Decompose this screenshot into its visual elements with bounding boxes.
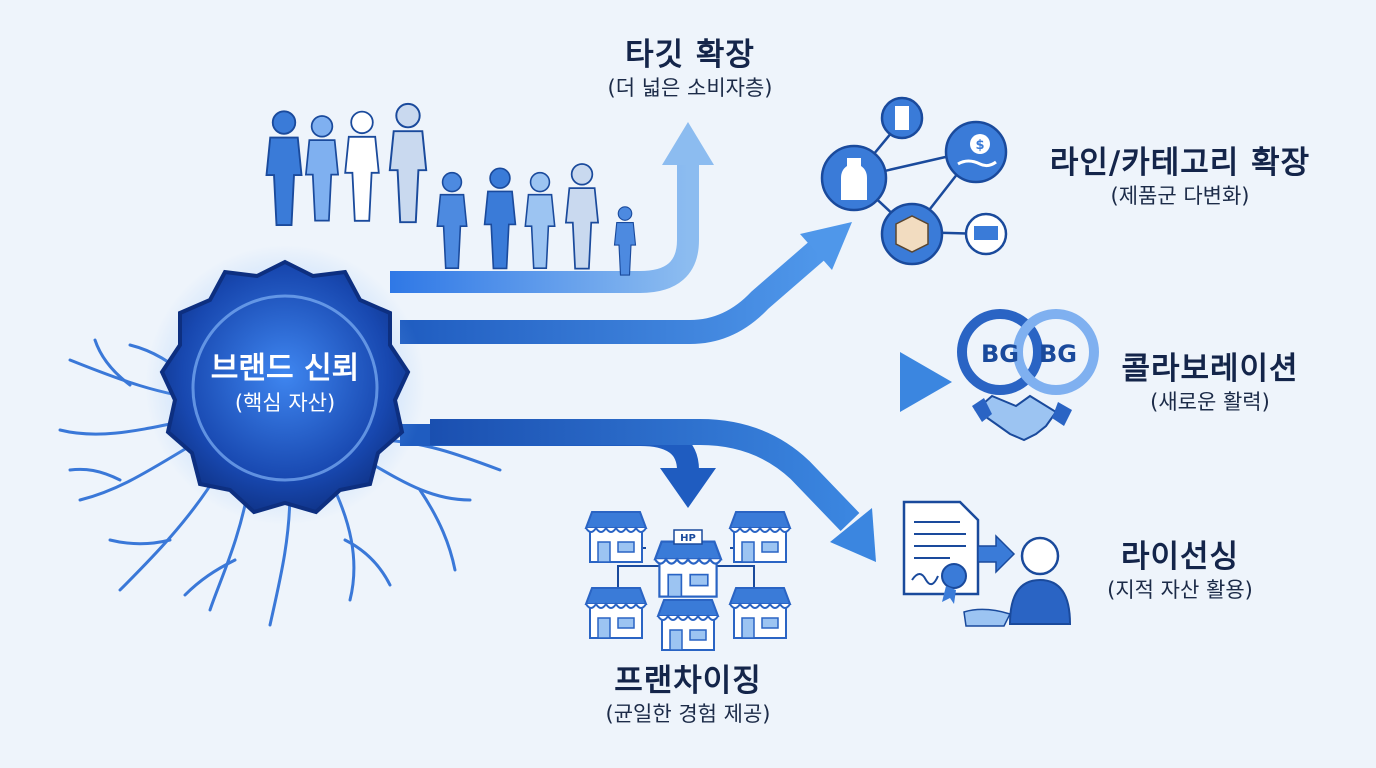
branch-franchise-label: 프랜차이징 (균일한 경험 제공) — [568, 662, 808, 728]
branch-target-title: 타깃 확장 — [625, 37, 755, 73]
branch-license-label: 라이선싱 (지적 자산 활용) — [1080, 538, 1280, 604]
network-icon: $ — [820, 96, 1008, 266]
collab-logo-left: BG — [981, 340, 1019, 368]
arrow-target — [390, 122, 714, 293]
branch-collab-title: 콜라보레이션 — [1121, 351, 1299, 387]
branch-line-label: 라인/카테고리 확장 (제품군 다변화) — [1020, 144, 1340, 210]
branch-line-subtitle: (제품군 다변화) — [1110, 184, 1250, 208]
seal-icon — [145, 245, 425, 525]
dollar-text: $ — [975, 138, 984, 153]
arrow-collab — [410, 352, 952, 412]
dollar-hand-icon: $ — [944, 120, 1008, 184]
branch-target-label: 타깃 확장 (더 넓은 소비자층) — [560, 36, 820, 102]
branch-collab-label: 콜라보레이션 (새로운 활력) — [1090, 350, 1330, 416]
person-icon — [963, 536, 1072, 627]
box-icon — [880, 202, 944, 266]
branch-target-subtitle: (더 넓은 소비자층) — [607, 76, 773, 100]
monitor-icon — [964, 212, 1008, 256]
branch-collab-subtitle: (새로운 활력) — [1150, 390, 1270, 414]
store-sign: HP — [680, 533, 696, 544]
award-icon — [941, 563, 967, 604]
collab-logo-right: BG — [1039, 340, 1077, 368]
branch-license-title: 라이선싱 — [1120, 539, 1240, 575]
branch-line-title: 라인/카테고리 확장 — [1049, 145, 1311, 181]
core-subtitle: (핵심 자산) — [234, 391, 336, 415]
family-icon — [265, 102, 637, 276]
handshake-icon — [972, 394, 1072, 442]
core-title: 브랜드 신뢰 — [210, 351, 360, 386]
document-icon — [902, 500, 980, 596]
store-network-icon: HP — [585, 511, 791, 651]
license-arrow-icon — [977, 534, 1016, 574]
arrow-license — [430, 419, 876, 562]
milk-icon — [880, 96, 924, 140]
branch-franchise-subtitle: (균일한 경험 제공) — [605, 702, 771, 726]
branch-franchise-title: 프랜차이징 — [614, 663, 762, 699]
arrow-line — [400, 222, 852, 344]
branch-license-subtitle: (지적 자산 활용) — [1107, 578, 1253, 602]
bottle-icon — [820, 144, 888, 212]
core-label: 브랜드 신뢰 (핵심 자산) — [195, 350, 375, 418]
infinity-logo-icon: BG BG — [957, 309, 1099, 395]
